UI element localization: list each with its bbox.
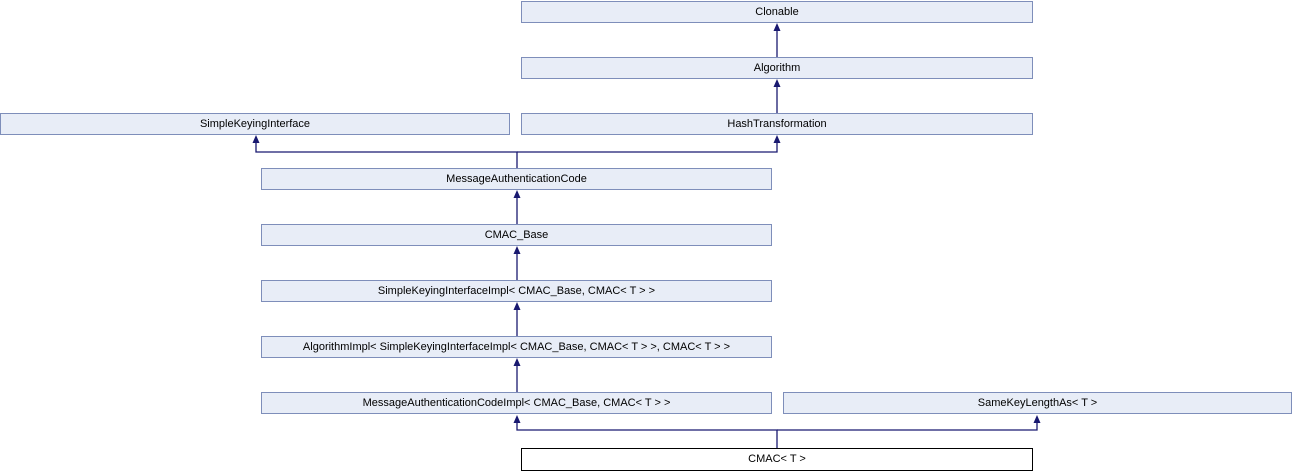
- arrowhead: [513, 302, 521, 310]
- class-node-algorithm[interactable]: Algorithm: [521, 57, 1033, 79]
- class-node-messageauthenticationcodeimpl[interactable]: MessageAuthenticationCodeImpl< CMAC_Base…: [261, 392, 772, 414]
- arrowhead: [513, 415, 521, 423]
- edge-hashtransformation-to-algorithm: [773, 79, 781, 113]
- edge-algorithm-to-clonable: [773, 23, 781, 57]
- arrowhead: [1033, 415, 1041, 423]
- edge-messageauthenticationcodeimpl-to-algorithmimpl: [513, 358, 521, 392]
- edge-cmac-to-samekeylengthas: [777, 415, 1041, 431]
- edge-cmacbase-to-messageauthenticationcode: [513, 190, 521, 224]
- arrowhead: [513, 190, 521, 198]
- class-node-cmacbase[interactable]: CMAC_Base: [261, 224, 772, 246]
- arrowhead: [773, 23, 781, 31]
- class-node-cmac-current: CMAC< T >: [521, 448, 1033, 471]
- class-node-simplekeyinginterfaceimpl[interactable]: SimpleKeyingInterfaceImpl< CMAC_Base, CM…: [261, 280, 772, 302]
- arrowhead: [773, 135, 781, 143]
- edge-messageauthenticationcode-to-hashtransformation: [517, 135, 781, 153]
- edge-cmac-to-messageauthenticationcodeimpl: [513, 415, 778, 448]
- class-node-messageauthenticationcode[interactable]: MessageAuthenticationCode: [261, 168, 772, 190]
- edge-simplekeyinginterfaceimpl-to-cmacbase: [513, 246, 521, 280]
- class-node-hashtransformation[interactable]: HashTransformation: [521, 113, 1033, 135]
- class-node-simplekeyinginterface[interactable]: SimpleKeyingInterface: [0, 113, 510, 135]
- arrowhead: [773, 79, 781, 87]
- class-node-algorithmimpl[interactable]: AlgorithmImpl< SimpleKeyingInterfaceImpl…: [261, 336, 772, 358]
- class-node-samekeylengthas[interactable]: SameKeyLengthAs< T >: [783, 392, 1292, 414]
- arrowhead: [513, 246, 521, 254]
- arrowhead: [252, 135, 260, 143]
- edge-algorithmimpl-to-simplekeyinginterfaceimpl: [513, 302, 521, 336]
- class-node-clonable[interactable]: Clonable: [521, 1, 1033, 23]
- edge-messageauthenticationcode-to-simplekeyinginterface: [252, 135, 518, 168]
- arrowhead: [513, 358, 521, 366]
